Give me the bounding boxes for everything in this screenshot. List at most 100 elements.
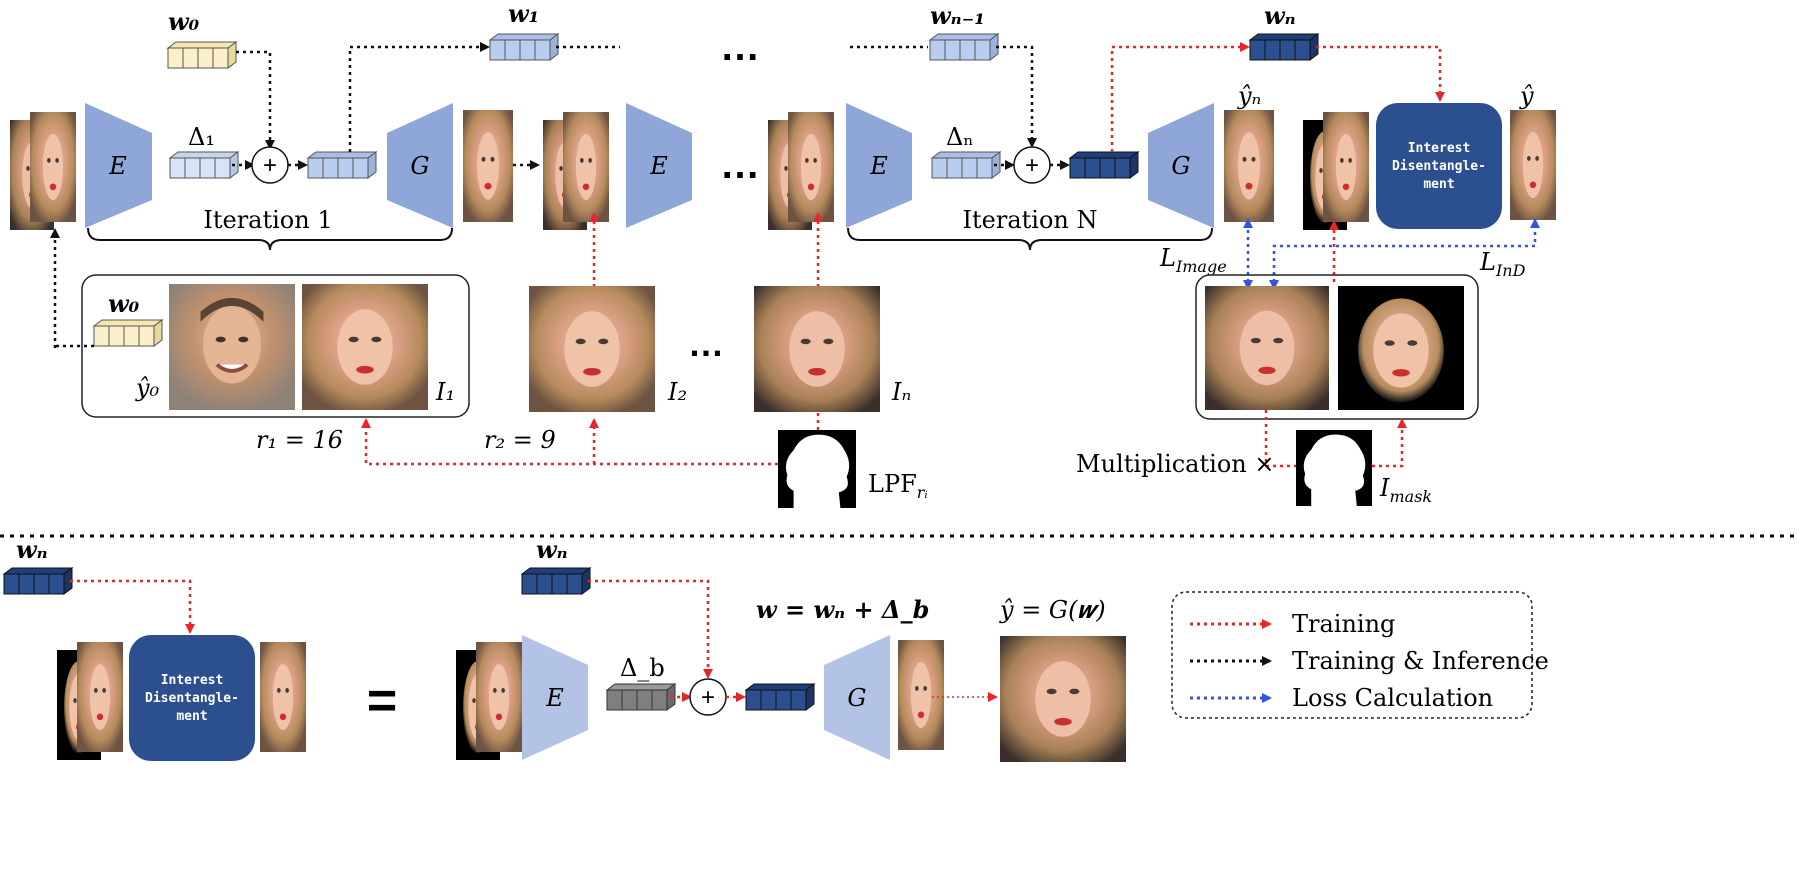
- generator-bottom-label: G: [847, 684, 866, 712]
- plus-node-n-label: +: [1025, 152, 1039, 179]
- wN-mid-vector: [1068, 151, 1140, 179]
- input-face-stack-n: [768, 112, 834, 230]
- l-ind-sub: InD: [1495, 261, 1526, 280]
- wN-top-label: 𝒘ₙ: [1264, 1, 1296, 30]
- lpf-sub: rᵢ: [917, 483, 928, 502]
- generator-n: [1148, 103, 1214, 228]
- yhat-label: ŷ: [1519, 82, 1534, 110]
- id-bottom-line3: ment: [176, 709, 207, 724]
- yN-label: ŷₙ: [1237, 82, 1261, 110]
- mask-box: [1195, 274, 1479, 420]
- wN-to-ind-arrow: [1316, 45, 1445, 102]
- y0-face: [167, 282, 297, 412]
- id-bottom-line2: Disentangle-: [145, 691, 239, 706]
- imask-main: I: [1379, 474, 1390, 502]
- lpf-main: LPF: [868, 470, 917, 498]
- equals-sign: =: [367, 672, 397, 730]
- IN-label: Iₙ: [891, 378, 911, 406]
- generator-1: [387, 103, 453, 228]
- delta1-vector: [168, 151, 240, 179]
- wN-1-vector: [928, 33, 1000, 61]
- w0-vector: [166, 41, 238, 69]
- wN-1-to-plus-arrow: [996, 45, 1037, 148]
- deltab-label: Δ_b: [620, 654, 665, 682]
- lpf-to-I1-arrow: [361, 418, 778, 466]
- generator-bottom: [824, 635, 890, 760]
- imask-mask: [1296, 430, 1372, 506]
- initial-inputs-box: [81, 274, 470, 418]
- l-ind-main: L: [1479, 248, 1496, 276]
- generator-n-label: G: [1171, 152, 1190, 180]
- l-ind-label: LInD: [1479, 248, 1526, 280]
- bottom-input-stack: [456, 642, 522, 760]
- final-output-face: [1000, 636, 1126, 762]
- id-top-line1: Interest: [1408, 141, 1471, 156]
- wN-bottom2-vector: [520, 567, 592, 595]
- w1-vector: [488, 33, 560, 61]
- r2-label: r₂ = 9: [484, 426, 556, 454]
- wN-up-arrow: [1110, 42, 1250, 152]
- interest-disentanglement-block-bottom: [129, 635, 255, 761]
- encoder-2-label: E: [649, 152, 668, 180]
- generator-1-label: G: [410, 152, 429, 180]
- iteration-1-brace: [87, 227, 453, 251]
- output-face-n: [1224, 110, 1274, 222]
- I2-face: [529, 286, 655, 412]
- id-bottom-output: [260, 642, 306, 752]
- id-top-line2: Disentangle-: [1392, 159, 1486, 174]
- ellipsis-low: …: [688, 323, 724, 364]
- mask-left-line: [1264, 410, 1296, 468]
- legend-label-0: Training: [1292, 610, 1395, 638]
- I1-label: I₁: [435, 378, 455, 406]
- wN-top-vector: [1248, 33, 1320, 61]
- id-bottom-line1: Interest: [161, 673, 224, 688]
- masked-face: [1338, 286, 1464, 410]
- IN-face: [754, 286, 880, 412]
- deltab-vector: [605, 683, 677, 711]
- w0-box-vector: [92, 319, 164, 347]
- id-input-stack-top: [1303, 112, 1369, 230]
- lpf-label: LPFrᵢ: [868, 470, 928, 502]
- imask-sub: mask: [1389, 487, 1432, 506]
- multiplication-label: Multiplication ×: [1076, 450, 1274, 478]
- interest-disentanglement-block-top: [1376, 103, 1502, 229]
- id-input-stack-bottom: [57, 642, 123, 760]
- encoder-2: [626, 103, 692, 228]
- legend-label-2: Loss Calculation: [1292, 684, 1493, 712]
- plus-node-bottom-label: +: [701, 684, 715, 711]
- w0-label: 𝒘₀: [168, 7, 200, 36]
- id-top-line3: ment: [1423, 177, 1454, 192]
- encoder-n-label: E: [869, 152, 888, 180]
- encoder-bottom: [522, 635, 588, 760]
- formula-w: 𝒘 = 𝒘ₙ + Δ_b: [756, 595, 929, 624]
- deltaN-vector: [930, 151, 1002, 179]
- l-image-main: L: [1159, 244, 1176, 272]
- encoder-n: [846, 103, 912, 228]
- I2-label: I₂: [667, 378, 687, 406]
- r1-label: r₁ = 16: [256, 426, 343, 454]
- generator-bottom-output: [898, 640, 944, 750]
- iteration-n-brace: [847, 227, 1213, 251]
- iteration-1-label: Iteration 1: [203, 206, 332, 234]
- output-yhat: [1510, 110, 1556, 220]
- l-image-sub: Image: [1175, 257, 1227, 276]
- y0-label: ŷ₀: [135, 374, 160, 402]
- wN-bottom1-label: 𝒘ₙ: [16, 535, 48, 564]
- w1-up-arrow: [348, 42, 490, 152]
- legend-label-1: Training & Inference: [1292, 647, 1549, 675]
- encoder-bottom-label: E: [545, 684, 564, 712]
- input-face-stack-2: [543, 112, 609, 230]
- encoder-1: [85, 103, 152, 228]
- I1-face: [302, 284, 428, 410]
- wN-1-label: 𝒘ₙ₋₁: [930, 1, 985, 30]
- ellipsis-mid: …: [720, 143, 760, 187]
- lpf-mask: [778, 430, 856, 508]
- wN-bottom2-arrow: [588, 579, 713, 679]
- l-image-label: LImage: [1159, 244, 1227, 276]
- wN-bottom1-arrow: [70, 579, 195, 634]
- legend-box: [1171, 591, 1533, 719]
- w0-to-plus-arrow: [236, 50, 275, 150]
- full-face: [1205, 286, 1329, 410]
